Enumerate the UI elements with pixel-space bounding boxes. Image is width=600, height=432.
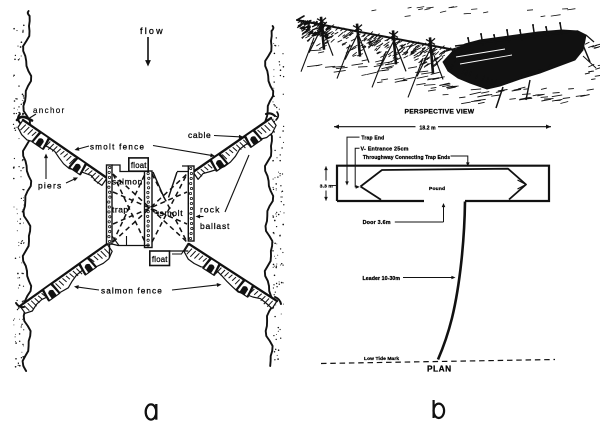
svg-text:V- Entrance 25cm: V- Entrance 25cm [361,146,409,152]
svg-text:anchor: anchor [33,106,66,115]
svg-text:Leader 10-30m: Leader 10-30m [363,276,401,282]
svg-text:Low Tide Mark: Low Tide Mark [364,356,399,362]
svg-text:float: float [152,255,168,264]
svg-text:rock: rock [200,205,220,215]
svg-text:18.2 m: 18.2 m [420,125,437,131]
svg-text:Door 3.6m: Door 3.6m [363,220,391,226]
svg-text:smolt: smolt [160,208,184,218]
svg-text:PERSPECTIVE VIEW: PERSPECTIVE VIEW [405,109,475,116]
svg-text:Trap End: Trap End [361,135,384,141]
svg-text:Throughway Connecting Trap End: Throughway Connecting Trap Ends [363,155,450,161]
svg-text:PLAN: PLAN [427,364,452,374]
svg-text:float: float [131,161,147,170]
svg-text:trap: trap [112,205,129,215]
svg-text:cable: cable [188,130,211,140]
svg-text:smolt fence: smolt fence [90,143,145,152]
svg-text:Pound: Pound [429,186,445,192]
svg-text:salmon fence: salmon fence [101,287,163,296]
svg-text:piers: piers [38,181,62,191]
svg-text:ballast: ballast [200,221,230,231]
svg-text:flow: flow [140,26,165,36]
svg-text:salmon: salmon [112,177,143,187]
svg-text:3.3 m: 3.3 m [320,183,334,189]
